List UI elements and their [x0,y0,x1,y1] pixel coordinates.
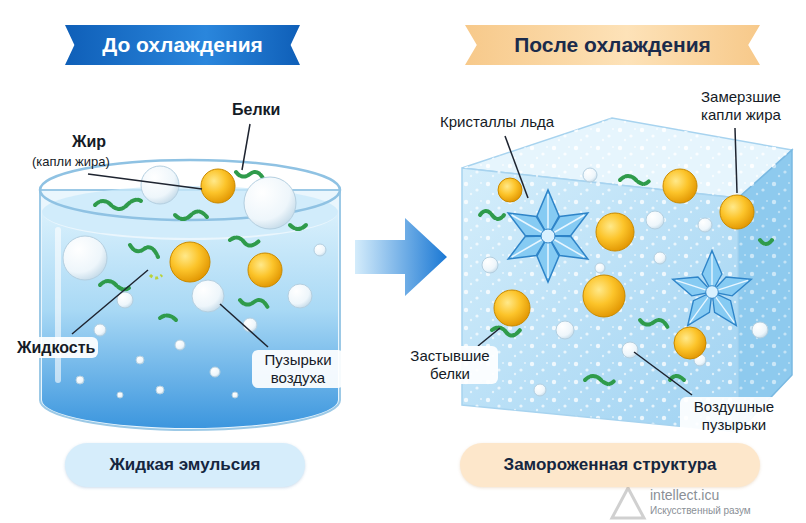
watermark: Искусственный разум [650,505,751,517]
leader-lines [72,124,737,395]
node-text: Жидкая эмульсия [109,455,260,475]
part-label: Замерзшие капли жира [686,88,796,124]
node-text: Замороженная структура [503,455,716,475]
part-label: Кристаллы льда [440,113,554,131]
watermark-logo [612,488,644,518]
part-label: (капли жира) [32,154,110,170]
stage-banner: После охлаждения [465,25,760,65]
stage-banner: До охлаждения [65,25,300,65]
part-label: Пузырьки воздуха [252,350,344,388]
part-label: Белки [232,100,280,119]
part-label: Застывшие белки [402,346,498,384]
part-label: Жидкость [14,337,98,358]
node-text: После охлаждения [514,33,711,57]
part-label: Воздушные пузырьки [680,397,788,435]
state-pill: Жидкая эмульсия [65,443,305,487]
watermark: intellect.icu [650,487,719,504]
state-pill: Замороженная структура [460,443,760,487]
part-label: Жир [72,132,106,151]
node-text: До охлаждения [102,33,263,57]
